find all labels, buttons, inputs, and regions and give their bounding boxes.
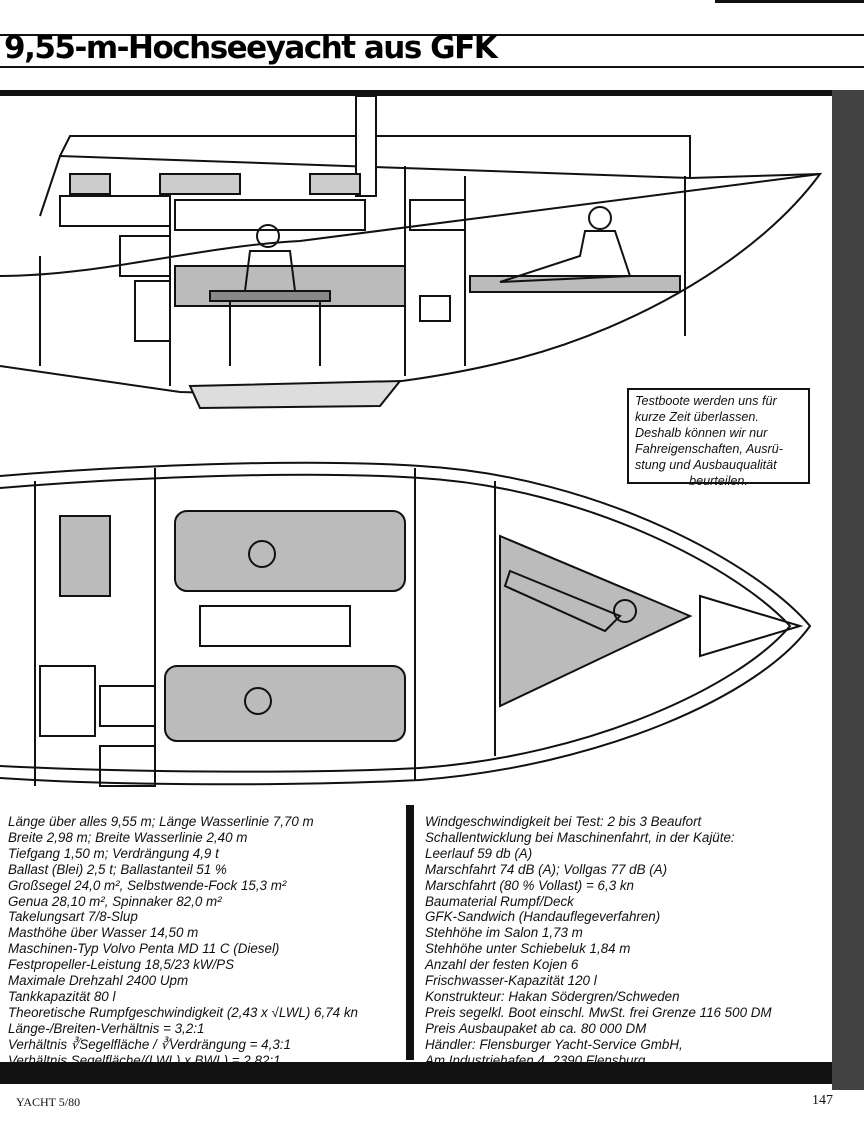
spec-line: Preis segelkl. Boot einschl. MwSt. frei … (425, 1004, 772, 1020)
spec-line: Frischwasser-Kapazität 120 l (425, 973, 597, 989)
spec-line: Theoretische Rumpfgeschwindigkeit (2,43 … (8, 1004, 358, 1020)
magazine-issue: YACHT 5/80 (16, 1095, 81, 1109)
spec-line: Ballast (Blei) 2,5 t; Ballastanteil 51 % (8, 861, 227, 877)
spec-line: Anzahl der festen Kojen 6 (425, 957, 579, 973)
note-line: stung und Ausbauqualität (635, 458, 777, 472)
bottom-band (0, 1062, 832, 1084)
test-boat-note: Testboote werden uns für kurze Zeit über… (627, 388, 810, 488)
side-section-drawing (0, 96, 823, 410)
top-rule (715, 0, 864, 3)
page-title: 9,55-m-Hochseeyacht aus GFK (4, 30, 498, 66)
spec-line: Tiefgang 1,50 m; Verdrängung 4,9 t (8, 845, 219, 861)
specs-left-column: Länge über alles 9,55 m; Länge Wasserlin… (8, 814, 358, 1069)
column-divider (406, 805, 414, 1060)
note-line: Fahreigenschaften, Ausrü- (635, 442, 783, 456)
note-line: beurteilen. (689, 474, 748, 488)
spec-line: Baumaterial Rumpf/Deck (425, 893, 574, 909)
specs-right-column: Windgeschwindigkeit bei Test: 2 bis 3 Be… (425, 814, 772, 1069)
note-line: Deshalb können wir nur (635, 426, 768, 440)
scan-edge-shadow (832, 90, 864, 1090)
spec-line: Konstrukteur: Hakan Södergren/Schweden (425, 988, 680, 1004)
spec-line: Verhältnis ∛Segelfläche / ∛Verdrängung =… (8, 1036, 291, 1052)
spec-line: Tankkapazität 80 l (8, 988, 116, 1004)
page-number: 147 (812, 1093, 833, 1108)
spec-line: Breite 2,98 m; Breite Wasserlinie 2,40 m (8, 829, 248, 845)
drawing-top-band (0, 90, 832, 96)
note-line: Testboote werden uns für (635, 394, 777, 408)
spec-line: Marschfahrt 74 dB (A); Vollgas 77 dB (A) (425, 861, 668, 877)
spec-line: Maximale Drehzahl 2400 Upm (8, 973, 189, 989)
spec-line: Festpropeller-Leistung 18,5/23 kW/PS (8, 957, 235, 973)
spec-line: Händler: Flensburger Yacht-Service GmbH, (425, 1036, 683, 1052)
spec-line: Masthöhe über Wasser 14,50 m (8, 925, 199, 941)
header-rule-top (0, 34, 864, 36)
spec-line: Takelungsart 7/8-Slup (8, 909, 138, 925)
spec-line: Schallentwicklung bei Maschinenfahrt, in… (425, 829, 735, 845)
spec-line: Leerlauf 59 db (A) (425, 845, 533, 861)
yacht-cutaway-drawing (0, 96, 823, 787)
spec-line: Windgeschwindigkeit bei Test: 2 bis 3 Be… (425, 814, 702, 829)
spec-line: Länge über alles 9,55 m; Länge Wasserlin… (8, 814, 314, 829)
note-line: kurze Zeit überlassen. (635, 410, 759, 424)
spec-line: Stehhöhe unter Schiebeluk 1,84 m (425, 941, 631, 957)
spec-line: Maschinen-Typ Volvo Penta MD 11 C (Diese… (8, 941, 280, 957)
plan-view-drawing (0, 461, 812, 787)
spec-line: Marschfahrt (80 % Vollast) = 6,3 kn (425, 877, 635, 893)
spec-line: Großsegel 24,0 m², Selbstwende-Fock 15,3… (8, 877, 287, 893)
spec-line: Stehhöhe im Salon 1,73 m (425, 925, 583, 941)
spec-line: Länge-/Breiten-Verhältnis = 3,2:1 (8, 1020, 205, 1036)
spec-line: Genua 28,10 m², Spinnaker 82,0 m² (8, 893, 222, 909)
spec-line: GFK-Sandwich (Handauflegeverfahren) (425, 909, 661, 925)
spec-line: Preis Ausbaupaket ab ca. 80 000 DM (425, 1020, 647, 1036)
header-rule-bottom (0, 66, 864, 68)
